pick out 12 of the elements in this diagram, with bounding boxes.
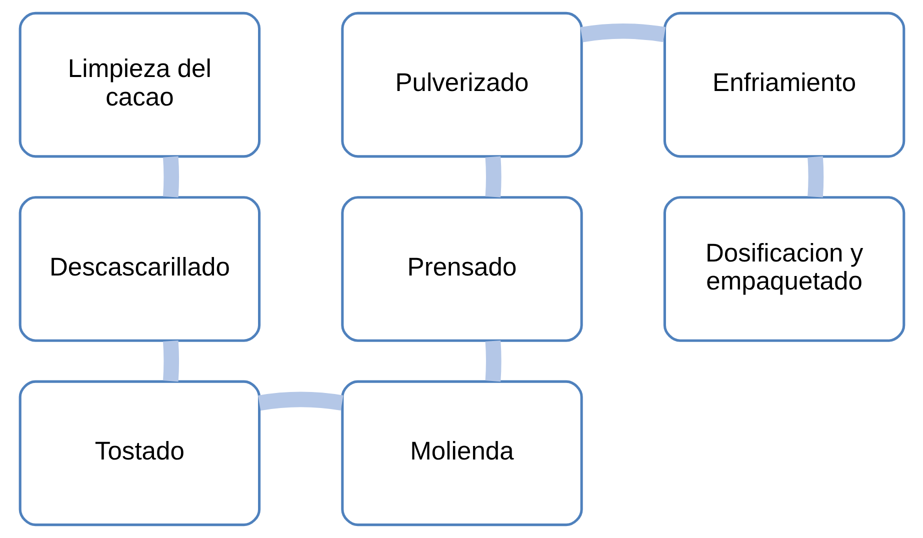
node-box: Prensado [340, 196, 582, 342]
connector [258, 392, 343, 411]
node-box: Descascarillado [18, 196, 260, 342]
node-box: Enfriamiento [662, 12, 905, 158]
connector [162, 340, 179, 382]
node-box: Molienda [340, 380, 582, 526]
connector [484, 340, 501, 382]
node-box: Pulverizado [340, 12, 582, 158]
connector [580, 23, 666, 42]
node-box: Limpieza del cacao [18, 12, 260, 158]
node-box: Dosificacion y empaquetado [662, 196, 905, 342]
node-box: Tostado [18, 380, 260, 526]
